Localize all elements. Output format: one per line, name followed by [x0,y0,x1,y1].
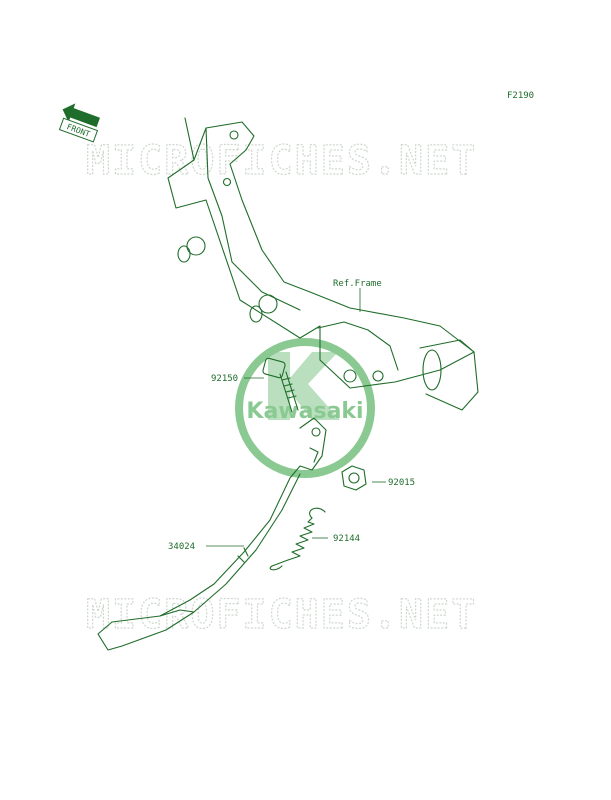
side-stand-34024 [97,417,327,651]
front-arrow-icon: FRONT [58,103,100,143]
nut-92015 [341,465,367,491]
kawasaki-logo-text: Kawasaki [246,399,363,424]
ref-frame-label: Ref.Frame [333,279,382,289]
part-label-92015: 92015 [388,478,415,488]
frame-drawing [167,117,479,411]
part-label-92150: 92150 [211,374,238,384]
kawasaki-logo: Kawasaki [235,338,375,478]
part-label-92144: 92144 [333,534,360,544]
bolt-92150 [262,357,299,413]
watermark-bottom: MICROFICHES.NET [86,592,477,638]
spring-92144 [269,507,326,571]
watermark-top: MICROFICHES.NET [86,138,477,184]
figure-code: F2190 [507,91,534,101]
part-label-34024: 34024 [168,542,195,552]
